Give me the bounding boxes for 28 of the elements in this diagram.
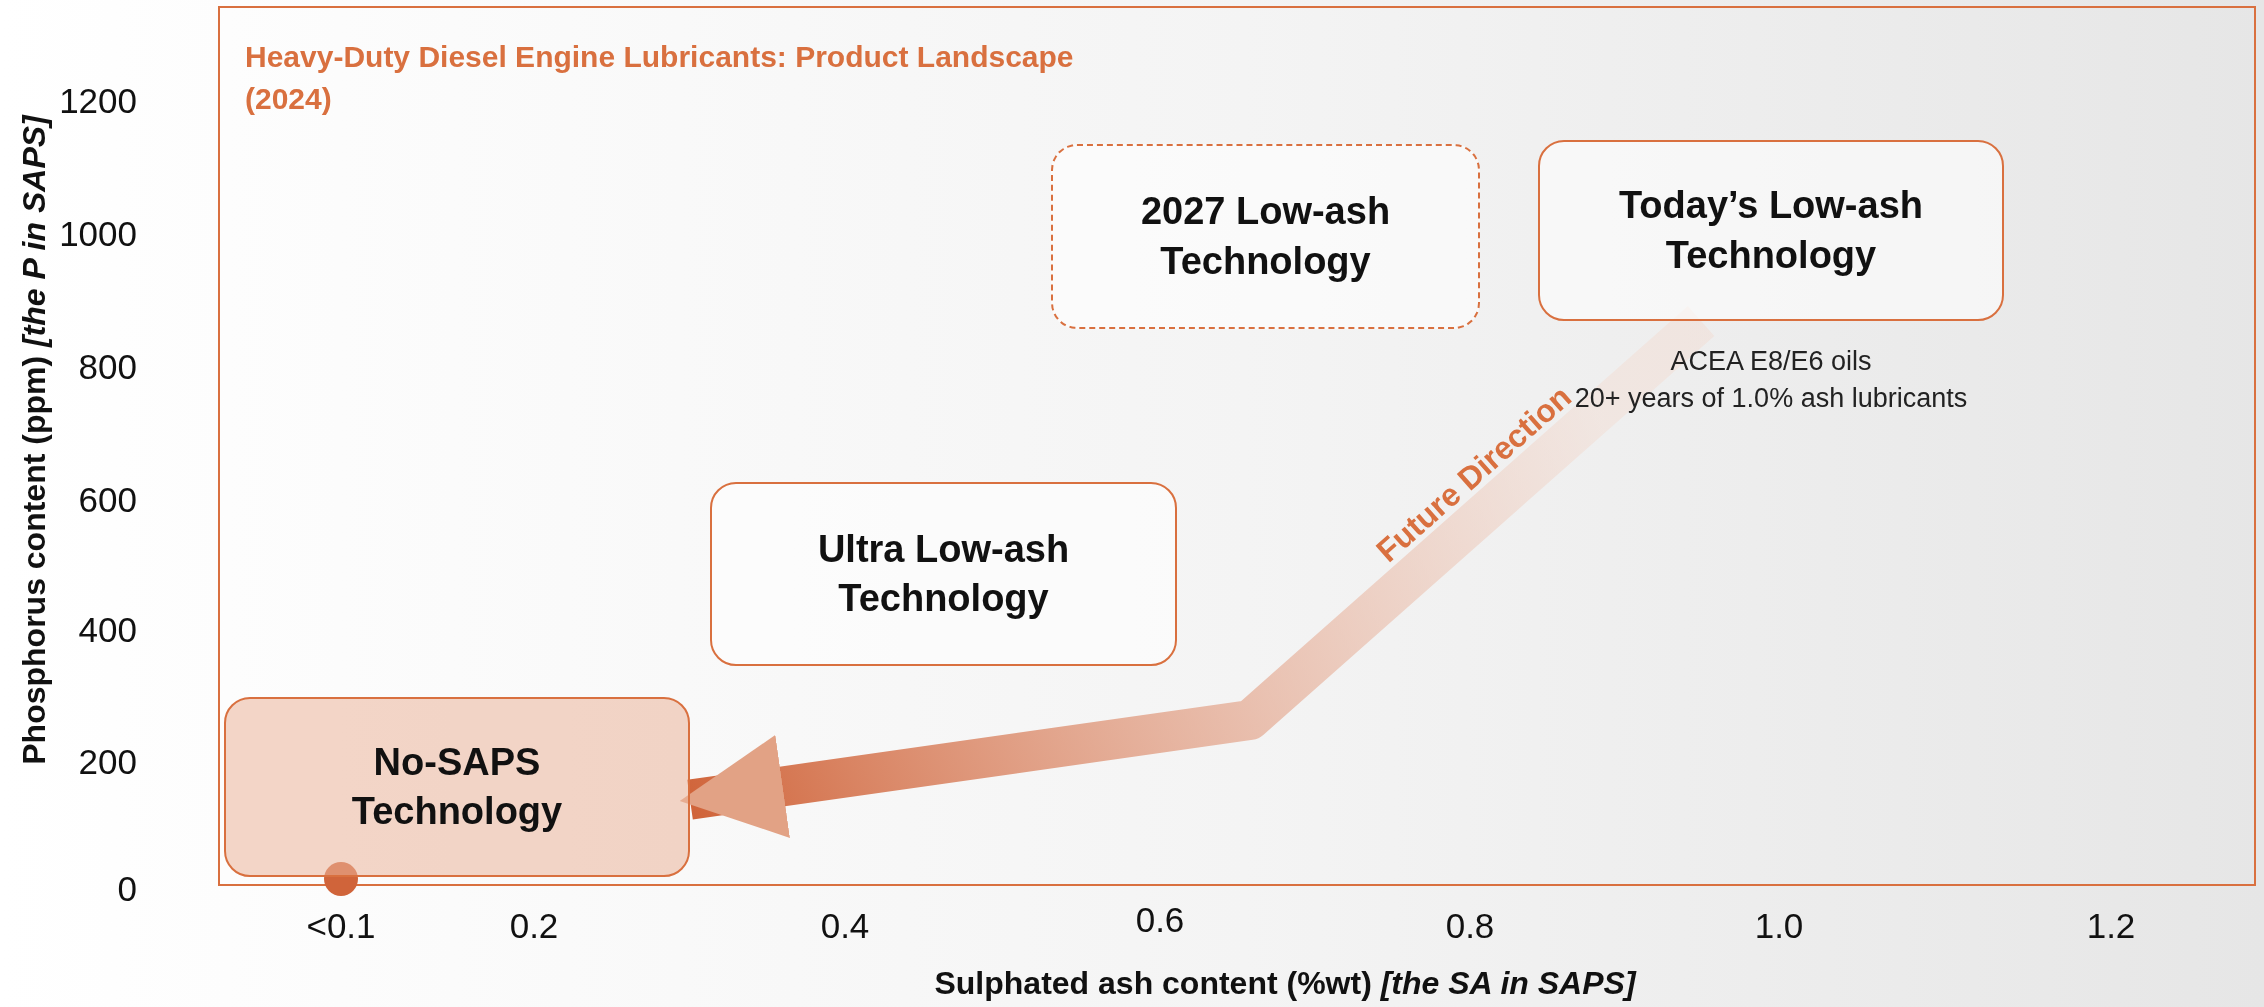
axis-title: Sulphated ash content (%wt) [the SA in SAPS] <box>934 964 1636 1002</box>
axis-tick-label: 0.6 <box>1135 900 1185 940</box>
axis-tick-label: 800 <box>78 347 137 387</box>
axis-title: Phosphorus content (ppm) [the P in SAPS] <box>15 115 53 765</box>
axis-tick-label: 0.8 <box>1445 906 1495 946</box>
axis-tick-label: 0.4 <box>820 906 870 946</box>
axis-tick-label: 1000 <box>59 214 137 254</box>
direction-arrow-connector <box>679 306 1715 838</box>
box-label: 2027 Low-ash Technology <box>1139 189 1392 284</box>
box-label: No-SAPS Technology <box>350 739 564 834</box>
axis-tick-label: 400 <box>78 610 137 650</box>
axis-tick-label: 200 <box>78 742 137 782</box>
axis-tick-label: 0 <box>117 869 137 909</box>
note-text: ACEA E8/E6 oils <box>1670 346 1872 377</box>
axis-tick-label: 600 <box>78 480 137 520</box>
technology-box <box>224 697 690 877</box>
technology-box <box>1538 140 2004 321</box>
box-label: Ultra Low-ash Technology <box>816 526 1071 621</box>
technology-box <box>710 482 1177 666</box>
technology-box <box>1051 144 1480 329</box>
chart-title: Heavy-Duty Diesel Engine Lubricants: Product Landscape (2024) <box>245 39 1075 117</box>
box-label: Today’s Low-ash Technology <box>1617 183 1924 278</box>
note-text: 20+ years of 1.0% ash lubricants <box>1574 383 1968 414</box>
axis-tick-label: <0.1 <box>306 906 376 946</box>
axis-tick-label: 1.0 <box>1754 906 1804 946</box>
axis-tick-label: 1200 <box>59 81 137 121</box>
axis-tick-label: 1.2 <box>2086 906 2136 946</box>
axis-tick-label: 0.2 <box>509 906 559 946</box>
